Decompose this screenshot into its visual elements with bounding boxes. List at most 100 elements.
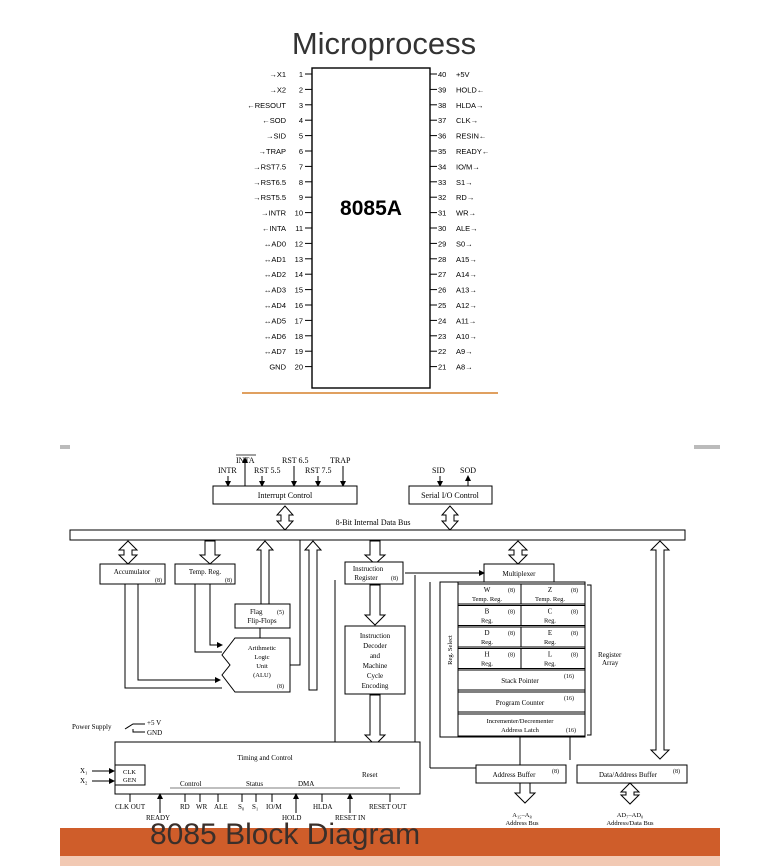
pin-number: 24 — [438, 316, 446, 325]
flag-box — [234, 603, 291, 629]
register-sub: Temp. Reg. — [535, 596, 565, 603]
rd-label: RD — [180, 803, 190, 811]
clk-gen-label-2: GEN — [123, 777, 137, 784]
decoder-label-3: and — [370, 652, 381, 660]
program-counter-bits: (16) — [564, 695, 574, 702]
left-pins: 1→X12→X23←RESOUT4←SOD5→SID6→TRAP7→RST7.5… — [247, 70, 312, 372]
pin-number: 18 — [295, 332, 303, 341]
pin-name: →TRAP — [258, 147, 286, 156]
flag-label-2: Flip-Flops — [247, 617, 276, 625]
pin-number: 38 — [438, 101, 446, 110]
power-supply-label: Power Supply — [72, 723, 112, 731]
alu-label-3: Unit — [256, 663, 268, 670]
pin-name: RESIN← — [456, 132, 486, 141]
pin-name: HLDA→ — [456, 101, 484, 110]
pin-number: 7 — [299, 162, 303, 171]
decoder-box — [344, 625, 406, 695]
register-name: E — [548, 629, 552, 637]
plus5v-label: +5 V — [147, 719, 161, 727]
alu-bits: (8) — [277, 683, 284, 690]
trap-label: TRAP — [330, 456, 351, 465]
pin-number: 36 — [438, 132, 446, 141]
clk-gen-label-1: CLK — [123, 769, 136, 776]
pin-name: READY← — [456, 147, 489, 156]
s0-label: S₀ — [238, 803, 245, 811]
pin-number: 16 — [295, 301, 303, 310]
register-name: L — [548, 651, 552, 659]
pin-name: →RST6.5 — [253, 178, 286, 187]
pin-number: 22 — [438, 347, 446, 356]
address-buffer-bits: (8) — [552, 768, 559, 775]
pin-number: 20 — [295, 363, 303, 372]
register-bits: (8) — [571, 609, 578, 616]
pin-name: ←SOD — [262, 116, 286, 125]
pin-name: →X2 — [269, 85, 286, 94]
pin-number: 21 — [438, 363, 446, 372]
pin-number: 31 — [438, 209, 446, 218]
register-name: Z — [548, 586, 552, 594]
slide-title-bottom: 8085 Block Diagram — [150, 818, 421, 851]
temp-reg-box — [174, 563, 236, 585]
pin-name: GND — [269, 363, 286, 372]
pin-number: 32 — [438, 193, 446, 202]
stack-pointer-label: Stack Pointer — [501, 677, 539, 685]
pin-number: 2 — [299, 85, 303, 94]
slide-mark-left — [60, 445, 70, 449]
intr-label: INTR — [218, 466, 237, 475]
pin-name: WR→ — [456, 209, 476, 218]
pin-number: 1 — [299, 70, 303, 79]
pin-number: 27 — [438, 270, 446, 279]
pin-number: 3 — [299, 101, 303, 110]
pin-name: HOLD← — [456, 85, 484, 94]
interrupt-control-label: Interrupt Control — [258, 491, 313, 500]
pin-name: S1→ — [456, 178, 473, 187]
pin-number: 10 — [295, 209, 303, 218]
register-name: C — [548, 608, 553, 616]
register-sub: Reg. — [481, 639, 493, 646]
pin-name: ↔AD5 — [264, 316, 286, 325]
hold-label: HOLD — [282, 814, 301, 822]
serial-control-label: Serial I/O Control — [421, 491, 480, 500]
stack-pointer-bits: (16) — [564, 673, 574, 680]
pin-name: ↔AD6 — [264, 332, 286, 341]
chip-body — [311, 67, 431, 389]
ir-label-1: Instruction — [353, 565, 384, 573]
rst65-label: RST 6.5 — [282, 456, 309, 465]
rst75-label: RST 7.5 — [305, 466, 332, 475]
slide-mark-right — [694, 445, 720, 449]
pin-name: ←RESOUT — [247, 101, 286, 110]
pin-name: +5V — [456, 70, 470, 79]
data-address-buffer-box — [576, 764, 688, 784]
pin-number: 9 — [299, 193, 303, 202]
x2-label: X₂ — [80, 777, 88, 785]
pin-name: →SID — [266, 132, 287, 141]
pin-number: 28 — [438, 255, 446, 264]
pin-number: 30 — [438, 224, 446, 233]
data-address-buffer-bits: (8) — [673, 768, 680, 775]
register-cell — [520, 583, 586, 605]
pin-name: →X1 — [269, 70, 286, 79]
register-sub: Reg. — [544, 618, 556, 625]
register-name: B — [485, 608, 490, 616]
flag-label-1: Flag — [250, 608, 263, 616]
pin-name: ↔AD2 — [264, 270, 286, 279]
gnd-label: GND — [147, 729, 162, 737]
pin-name: A12→ — [456, 301, 477, 310]
inc-dec-label-1: Incrementer/Decrementer — [487, 718, 555, 725]
pin-name: A9→ — [456, 347, 473, 356]
register-bits: (8) — [508, 630, 515, 637]
decoder-label-1: Instruction — [360, 632, 391, 640]
register-bits: (8) — [571, 652, 578, 659]
register-bits: (8) — [508, 587, 515, 594]
rst55-label: RST 5.5 — [254, 466, 281, 475]
reg-select-label: Reg. Select — [447, 635, 454, 665]
register-cell — [520, 626, 586, 648]
pin-name: A11→ — [456, 316, 476, 325]
pin-number: 4 — [299, 116, 303, 125]
instruction-register-box — [344, 561, 404, 585]
reset-in-label: RESET IN — [335, 814, 365, 822]
pin-number: 12 — [295, 239, 303, 248]
reset-out-label: RESET OUT — [369, 803, 407, 811]
multiplexer-label: Multiplexer — [502, 570, 536, 578]
